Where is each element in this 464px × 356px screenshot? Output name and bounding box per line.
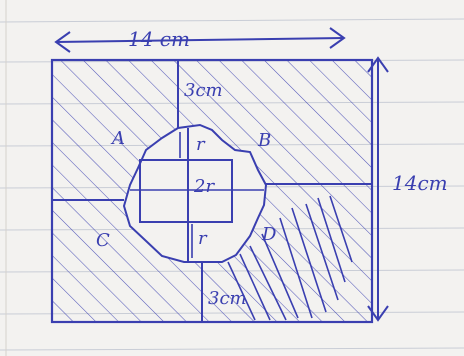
region-c-label: C (96, 230, 110, 251)
region-d-label: D (261, 224, 277, 245)
bottom-gap-label: 3cm (208, 288, 247, 309)
top-dimension-label: 14 cm (128, 27, 190, 51)
region-a-label: A (110, 128, 125, 149)
region-b-label: B (257, 130, 271, 151)
right-dimension-arrow (367, 56, 389, 322)
inner-square (139, 159, 233, 223)
right-dimension-label: 14cm (392, 171, 448, 195)
outer-square (50, 58, 374, 324)
top-gap-label: 3cm (184, 80, 223, 101)
radius-bottom-label: r (198, 228, 208, 249)
radius-top-label: r (196, 134, 206, 155)
region-d-strokes (227, 195, 353, 321)
diameter-center-label: 2r (193, 176, 215, 197)
top-dimension-arrow (54, 27, 346, 53)
